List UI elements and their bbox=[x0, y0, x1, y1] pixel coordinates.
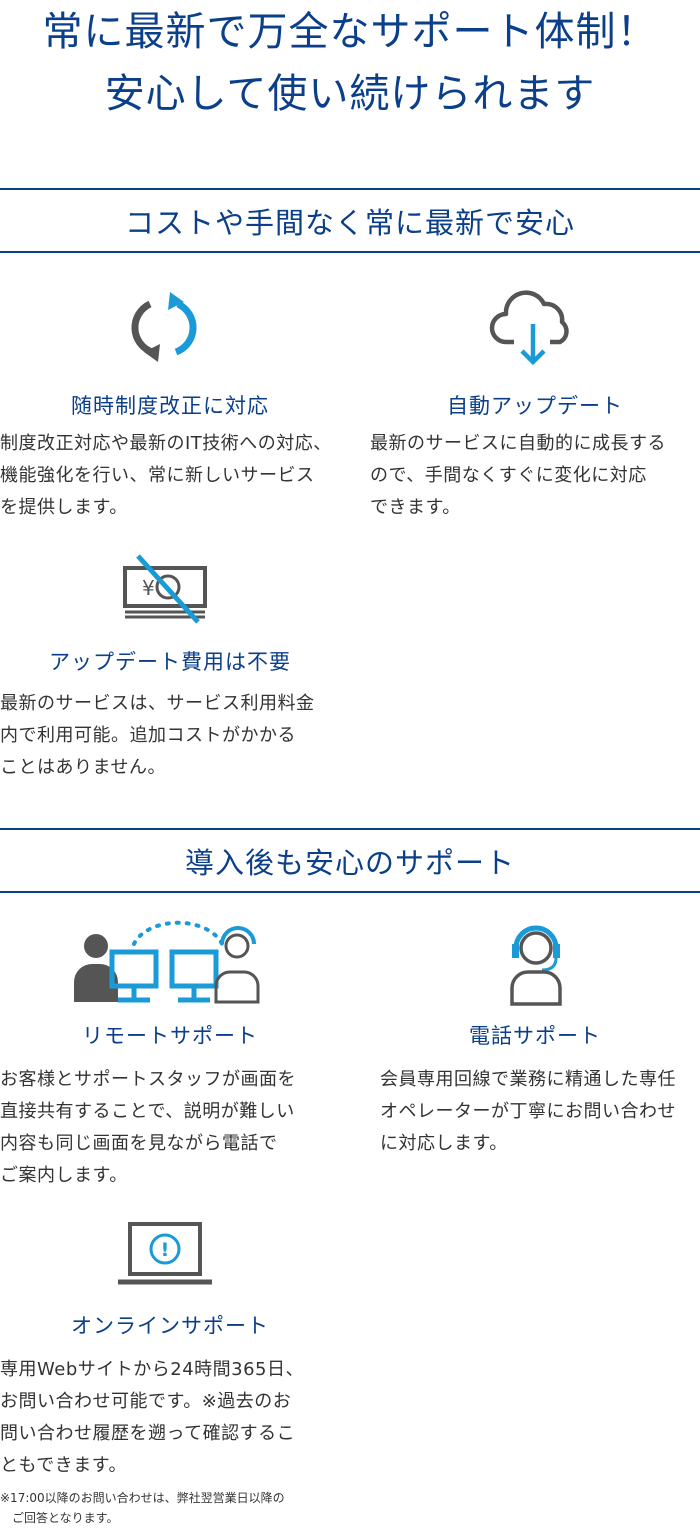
refresh-icon bbox=[131, 292, 197, 362]
feature-note: ※17:00以降のお問い合わせは、弊社翌営業日以降の ご回答となります。 bbox=[0, 1491, 285, 1525]
laptop-alert-icon: ! bbox=[118, 1222, 212, 1285]
hero-title: 常に最新で万全なサポート体制！ 安心して使い続けられます bbox=[0, 4, 700, 122]
yen-glyph: ¥ bbox=[142, 576, 155, 600]
feature-title: 電話サポート bbox=[469, 1024, 601, 1048]
section-heading-support: 導入後も安心のサポート bbox=[0, 828, 700, 893]
no-fee-icon: ¥ bbox=[123, 554, 207, 624]
feature-description: 最新のサービスに自動的に成長する ので、手間なくすぐに変化に対応 できます。 bbox=[370, 433, 666, 518]
cloud-download-icon bbox=[489, 290, 569, 366]
feature-law-revision: 随時制度改正に対応 制度改正対応や最新のIT技術への対応、 機能強化を行い、常に… bbox=[0, 282, 340, 532]
headset-operator-icon bbox=[510, 925, 562, 1006]
feature-title: リモートサポート bbox=[82, 1024, 258, 1048]
feature-online-support: ! オンラインサポート 専用Webサイトから24時間365日、 お問い合わせ可能… bbox=[0, 1212, 340, 1530]
remote-support-icon bbox=[74, 920, 260, 1004]
section-heading-latest: コストや手間なく常に最新で安心 bbox=[0, 188, 700, 253]
section-heading-support-text: 導入後も安心のサポート bbox=[184, 845, 515, 880]
feature-description: 会員専用回線で業務に精通した専任 オペレーターが丁寧にお問い合わせ に対応します… bbox=[380, 1069, 676, 1154]
feature-description: 専用Webサイトから24時間365日、 お問い合わせ可能です。※過去のお 問い合… bbox=[0, 1359, 305, 1476]
feature-title: アップデート費用は不要 bbox=[49, 650, 291, 674]
feature-auto-update: 自動アップデート 最新のサービスに自動的に成長する ので、手間なくすぐに変化に対… bbox=[370, 282, 700, 532]
feature-description: お客様とサポートスタッフが画面を 直接共有することで、説明が難しい 内容も同じ画… bbox=[0, 1069, 296, 1186]
feature-no-update-fee: ¥ アップデート費用は不要 最新のサービスは、サービス利用料金 内で利用可能。追… bbox=[0, 548, 340, 798]
feature-phone-support: 電話サポート 会員専用回線で業務に精通した専任 オペレーターが丁寧にお問い合わせ… bbox=[370, 912, 700, 1172]
feature-description: 最新のサービスは、サービス利用料金 内で利用可能。追加コストがかかる ことはあり… bbox=[0, 693, 315, 778]
section-heading-latest-text: コストや手間なく常に最新で安心 bbox=[124, 205, 575, 240]
feature-title: 自動アップデート bbox=[447, 394, 623, 418]
hero-title-line-1: 常に最新で万全なサポート体制！ bbox=[42, 9, 658, 55]
feature-title: 随時制度改正に対応 bbox=[71, 394, 269, 418]
feature-title: オンラインサポート bbox=[71, 1314, 269, 1338]
feature-description: 制度改正対応や最新のIT技術への対応、 機能強化を行い、常に新しいサービス を提… bbox=[0, 433, 332, 518]
hero-title-line-2: 安心して使い続けられます bbox=[104, 71, 596, 117]
alert-glyph: ! bbox=[161, 1239, 170, 1261]
feature-remote-support: リモートサポート お客様とサポートスタッフが画面を 直接共有することで、説明が難… bbox=[0, 912, 340, 1186]
